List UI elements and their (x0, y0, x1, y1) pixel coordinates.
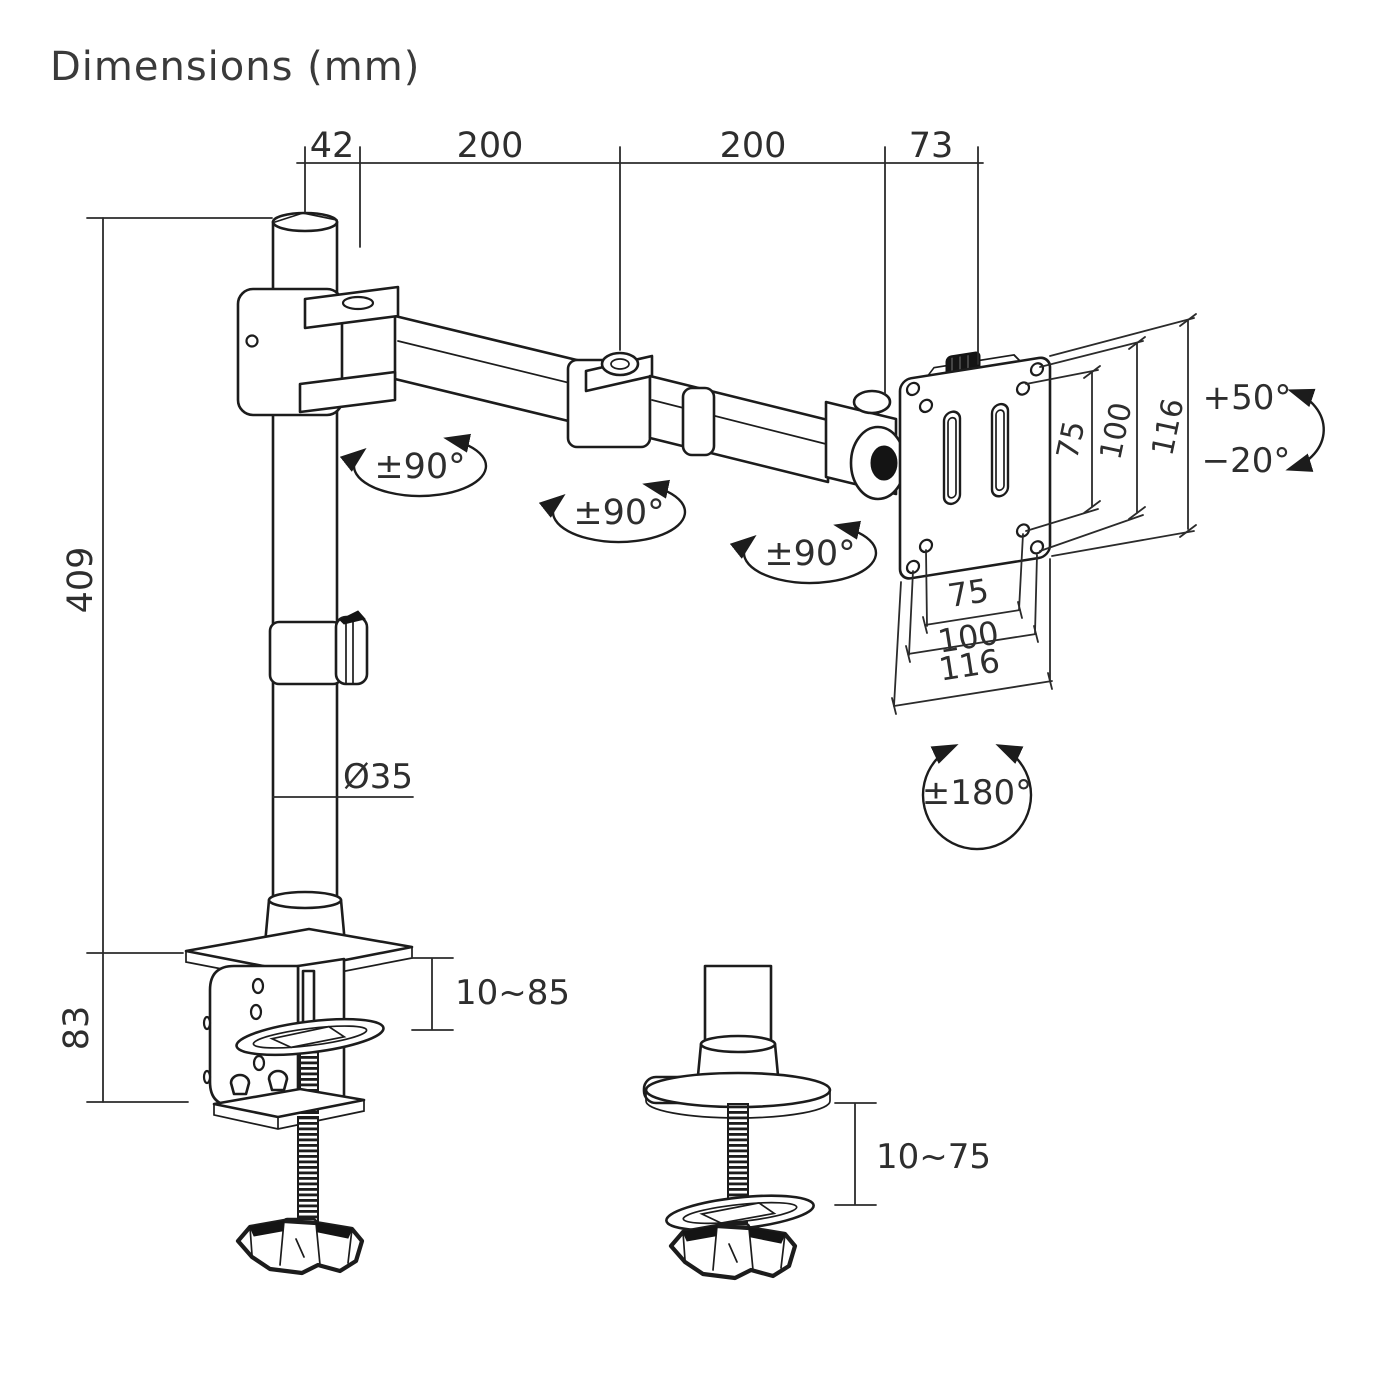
rotation-tilt-down: −20° (1202, 441, 1291, 481)
desk-clamp (184, 890, 414, 1273)
mid-joint (566, 351, 654, 449)
left-dimension-chain: 409 83 (57, 217, 273, 1103)
swivel-mid-callout: ±90° (538, 479, 687, 544)
pole-collar-ring (268, 610, 369, 686)
grommet-mount (642, 964, 832, 1278)
swivel-head-callout: ±90° (729, 520, 878, 585)
rotation-vesa-180: ±180° (922, 773, 1032, 813)
clamp-range-dim: 10~85 (411, 957, 570, 1031)
dim-vesa-bottom-100: 100 (935, 614, 1001, 661)
top-dimension-chain: 42 200 200 73 (296, 126, 984, 395)
grommet-range-dim: 10~75 (834, 1102, 991, 1206)
dim-vesa-side-100: 100 (1093, 399, 1139, 462)
dim-height-409: 409 (61, 547, 101, 614)
pole-diameter-dim: Ø35 (272, 757, 414, 798)
swivel-pole-callout: ±90° (339, 433, 488, 498)
dim-top-200a: 200 (457, 126, 524, 166)
vesa-side-dims: 75 100 116 (1025, 313, 1197, 557)
dim-top-200b: 200 (720, 126, 787, 166)
dim-vesa-side-116: 116 (1145, 395, 1191, 458)
arm-segment-1 (393, 314, 587, 427)
dim-vesa-bottom-75: 75 (945, 571, 991, 615)
vesa-plate (898, 351, 1052, 580)
dim-pole-diameter: Ø35 (343, 757, 413, 797)
rotation-swivel-mid: ±90° (573, 493, 664, 533)
rotation-tilt-up: +50° (1203, 378, 1292, 418)
dim-grommet-range: 10~75 (876, 1137, 991, 1177)
rotation-swivel-head: ±90° (764, 534, 855, 574)
pole-clamp-bracket (236, 285, 400, 417)
head-joint (824, 389, 907, 501)
rotation-swivel-pole: ±90° (374, 447, 465, 487)
dim-clamp-range: 10~85 (455, 973, 570, 1013)
tilt-callout: +50° −20° (1202, 378, 1325, 481)
vesa-bottom-dims: 75 100 116 (891, 533, 1053, 715)
dim-height-83: 83 (57, 1006, 97, 1051)
vesa-rotate-callout: ±180° (921, 744, 1033, 851)
page-title: Dimensions (mm) (50, 44, 421, 90)
dim-top-42: 42 (310, 126, 355, 166)
dim-vesa-bottom-116: 116 (936, 642, 1002, 689)
dim-vesa-side-75: 75 (1050, 418, 1092, 463)
arm-segment-2 (648, 374, 830, 484)
dim-top-73: 73 (909, 126, 954, 166)
